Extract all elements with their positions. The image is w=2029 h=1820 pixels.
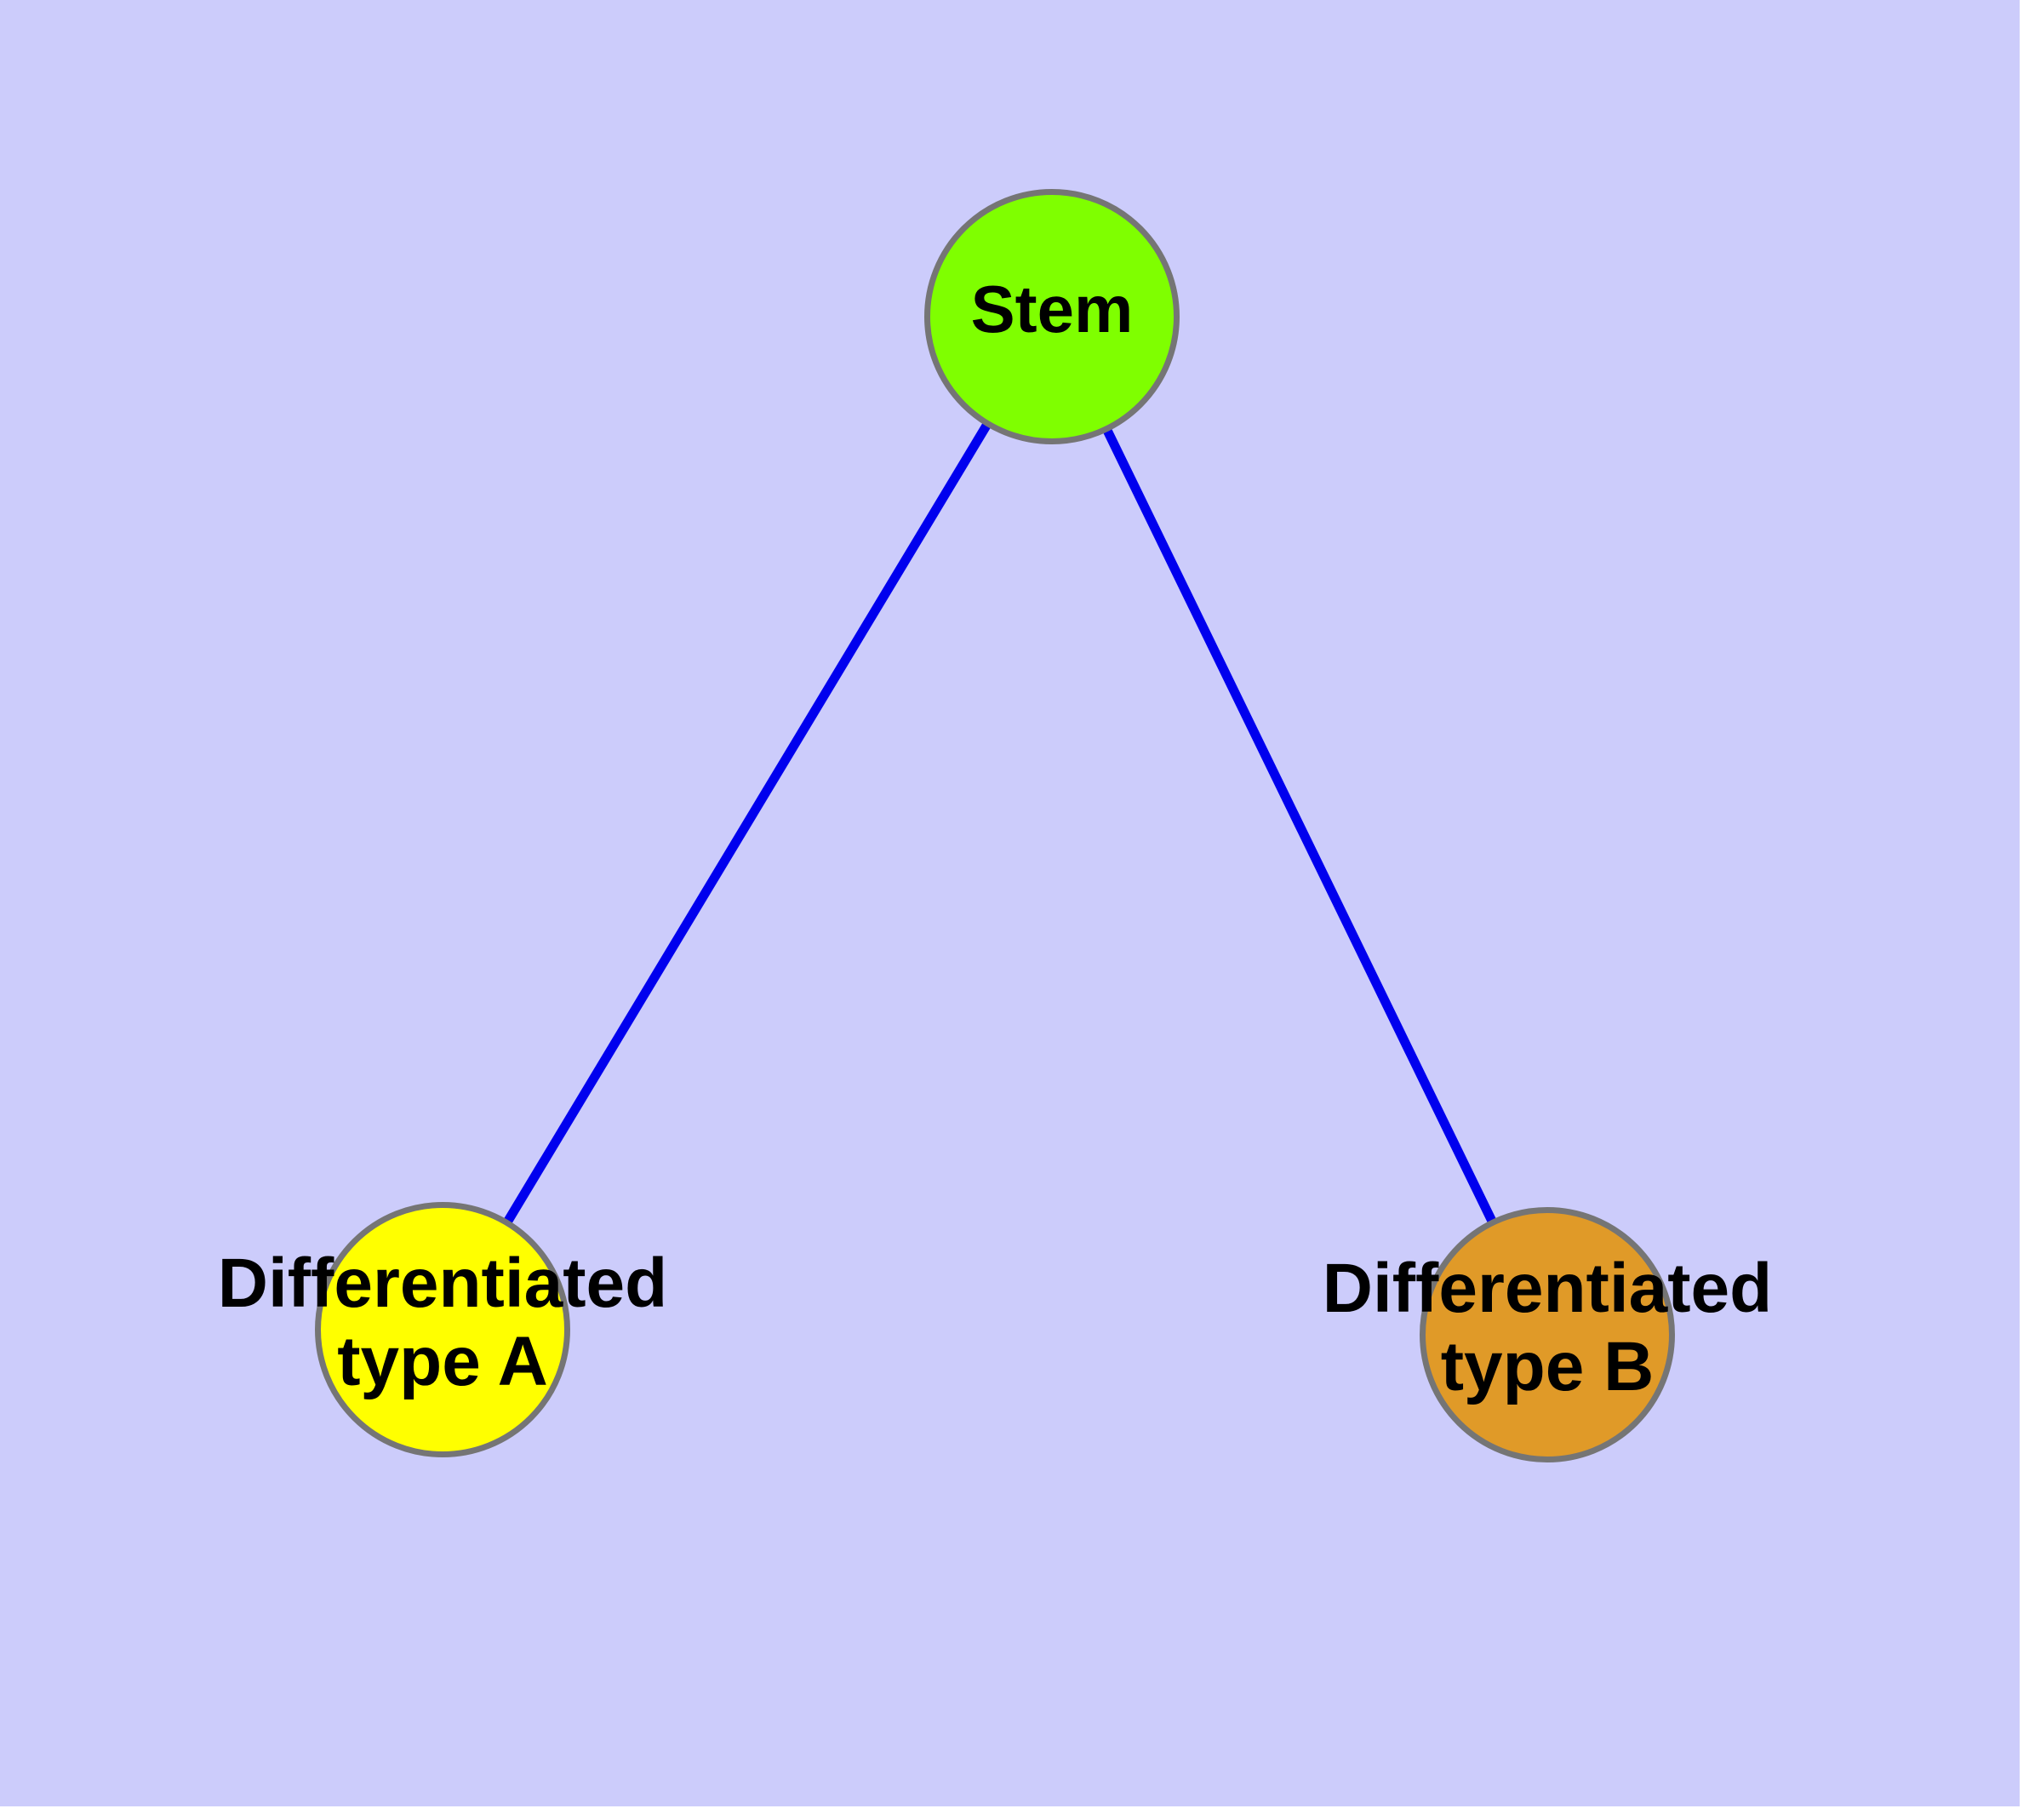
node-differentiated-type-b[interactable] xyxy=(1420,1207,1675,1462)
node-differentiated-type-a[interactable] xyxy=(315,1202,570,1457)
edge-stem-to-differentiated-type-b xyxy=(1101,426,1498,1226)
edge-stem-to-differentiated-type-a xyxy=(502,421,992,1226)
node-stem[interactable] xyxy=(924,189,1180,444)
